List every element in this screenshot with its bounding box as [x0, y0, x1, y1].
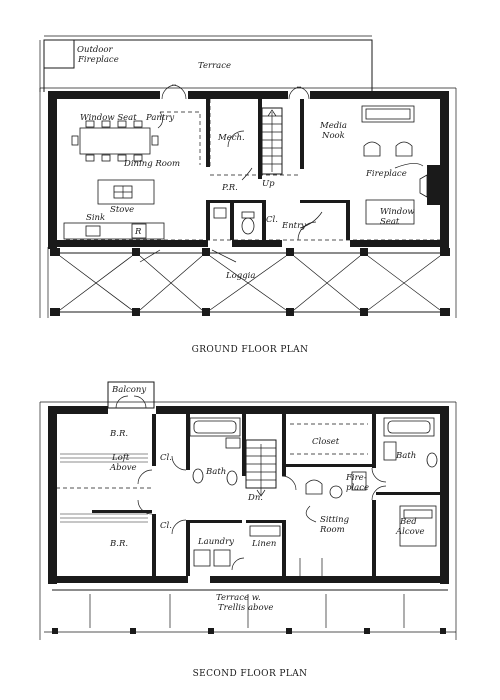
loft-hatching — [56, 453, 152, 523]
label-up: Up — [262, 179, 275, 189]
label-br-bottom: B.R. — [109, 539, 128, 549]
label-loggia: Loggia — [225, 271, 255, 281]
ground-stair — [261, 107, 283, 175]
label-down: Dn. — [247, 493, 263, 503]
label-laundry: Laundry — [197, 537, 234, 547]
living-furniture — [361, 105, 428, 225]
closet-rods — [290, 423, 368, 455]
caption-ground-floor: GROUND FLOOR PLAN — [192, 345, 309, 355]
label-refrigerator: R — [134, 227, 142, 237]
ground-exterior-walls — [39, 87, 457, 318]
label-terrace-second: Terrace w.Trellis above — [216, 593, 273, 613]
ground-dashed-lines — [66, 99, 440, 241]
second-exterior-walls — [39, 401, 457, 640]
label-stove: Stove — [110, 205, 134, 215]
label-closet-big: Closet — [312, 437, 340, 447]
label-bath-left: Bath — [205, 467, 226, 477]
label-balcony: Balcony — [111, 385, 146, 395]
label-fireplace: Fireplace — [365, 169, 407, 179]
label-mech: Mech. — [217, 133, 245, 143]
label-bath-right: Bath — [395, 451, 416, 461]
loggia — [47, 247, 450, 318]
label-fireplace-second: Fire-place — [345, 473, 369, 493]
bath-left-fixtures — [189, 417, 241, 486]
ground-interior-walls — [206, 99, 440, 240]
label-entry: Entry — [281, 221, 306, 231]
second-interior-walls — [92, 414, 440, 576]
label-dining-room: Dining Room — [123, 159, 180, 169]
balcony — [107, 381, 155, 409]
label-sink: Sink — [86, 213, 105, 223]
bath-right-fixtures — [383, 417, 438, 547]
label-window-seat: Window Seat — [80, 113, 137, 123]
ground-leader-lines — [157, 111, 424, 229]
second-terrace — [44, 589, 456, 634]
label-linen: Linen — [251, 539, 276, 549]
kitchen-counters — [63, 179, 165, 240]
second-doors — [137, 455, 387, 576]
label-powder-room: P.R. — [221, 183, 238, 193]
label-closet: Cl. — [266, 215, 278, 225]
second-stair — [245, 439, 277, 497]
terrace-doors — [161, 84, 310, 148]
label-br-top: B.R. — [109, 429, 128, 439]
caption-second-floor: SECOND FLOOR PLAN — [193, 669, 308, 679]
laundry-linen — [193, 525, 281, 567]
label-closet-bottom: Cl. — [160, 521, 172, 531]
sitting-room-furniture — [305, 471, 367, 523]
label-closet-top: Cl. — [160, 453, 172, 463]
terrace-outline — [39, 35, 373, 92]
label-pantry: Pantry — [145, 113, 174, 123]
label-terrace: Terrace — [198, 61, 231, 71]
dining-table — [71, 120, 159, 162]
